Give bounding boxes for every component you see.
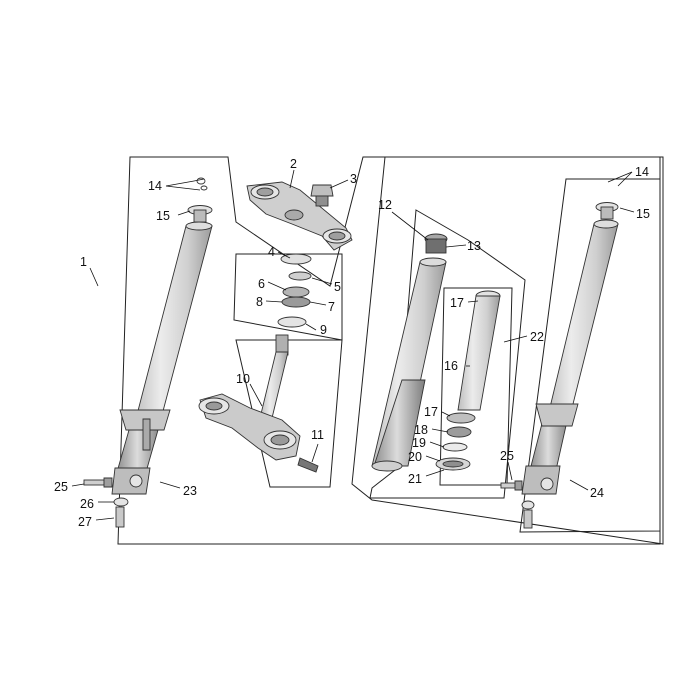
callout-23: 23 <box>183 484 197 498</box>
callout-16: 16 <box>444 359 458 373</box>
callout-9: 9 <box>320 323 327 337</box>
callout-26: 26 <box>80 497 94 511</box>
leader-lines <box>71 169 635 521</box>
right-top-cap <box>595 202 619 220</box>
callout-5: 5 <box>334 280 341 294</box>
cartridge-frame <box>369 209 526 499</box>
callout-4: 4 <box>268 245 275 259</box>
outer-frame <box>117 156 661 545</box>
damper-kit-parts <box>435 290 501 471</box>
fork-cartridge <box>371 233 448 472</box>
callout-19: 19 <box>412 436 426 450</box>
callout-11: 11 <box>311 428 324 442</box>
callout-21: 21 <box>408 472 422 486</box>
callout-25-right: 25 <box>500 449 514 463</box>
callout-2: 2 <box>290 157 297 171</box>
top-yoke <box>246 181 353 251</box>
callout-25-left: 25 <box>54 480 68 494</box>
callout-7: 7 <box>328 300 335 314</box>
right-subframe <box>351 156 664 545</box>
callout-12: 12 <box>378 198 392 212</box>
callout-8: 8 <box>256 295 263 309</box>
callout-13: 13 <box>467 239 481 253</box>
callout-15-right: 15 <box>636 207 650 221</box>
callout-14-right: 14 <box>635 165 649 179</box>
callout-15-left: 15 <box>156 209 170 223</box>
bottom-yoke-stem <box>198 334 319 473</box>
callout-24: 24 <box>590 486 604 500</box>
callout-20: 20 <box>408 450 422 464</box>
right-fork-frame <box>519 178 661 533</box>
stem-nut <box>310 184 334 207</box>
left-top-cap <box>187 177 213 223</box>
left-pinch-bolt-stack <box>83 477 129 528</box>
callout-17-top: 17 <box>450 296 464 310</box>
callout-17-bottom: 17 <box>424 405 438 419</box>
callout-1: 1 <box>80 255 87 269</box>
callout-27: 27 <box>78 515 92 529</box>
callout-10: 10 <box>236 372 250 386</box>
callout-18: 18 <box>414 423 428 437</box>
callout-6: 6 <box>258 277 265 291</box>
right-fork-leg <box>521 219 619 495</box>
callout-14-left: 14 <box>148 179 162 193</box>
left-fork-leg <box>111 221 213 495</box>
callout-3: 3 <box>350 172 357 186</box>
steering-bearing-stack <box>277 253 312 328</box>
callouts: 1 2 3 4 5 6 7 8 9 10 11 12 13 14 14 15 1… <box>54 157 650 529</box>
right-pinch-bolt-stack <box>500 480 535 529</box>
callout-22: 22 <box>530 330 544 344</box>
